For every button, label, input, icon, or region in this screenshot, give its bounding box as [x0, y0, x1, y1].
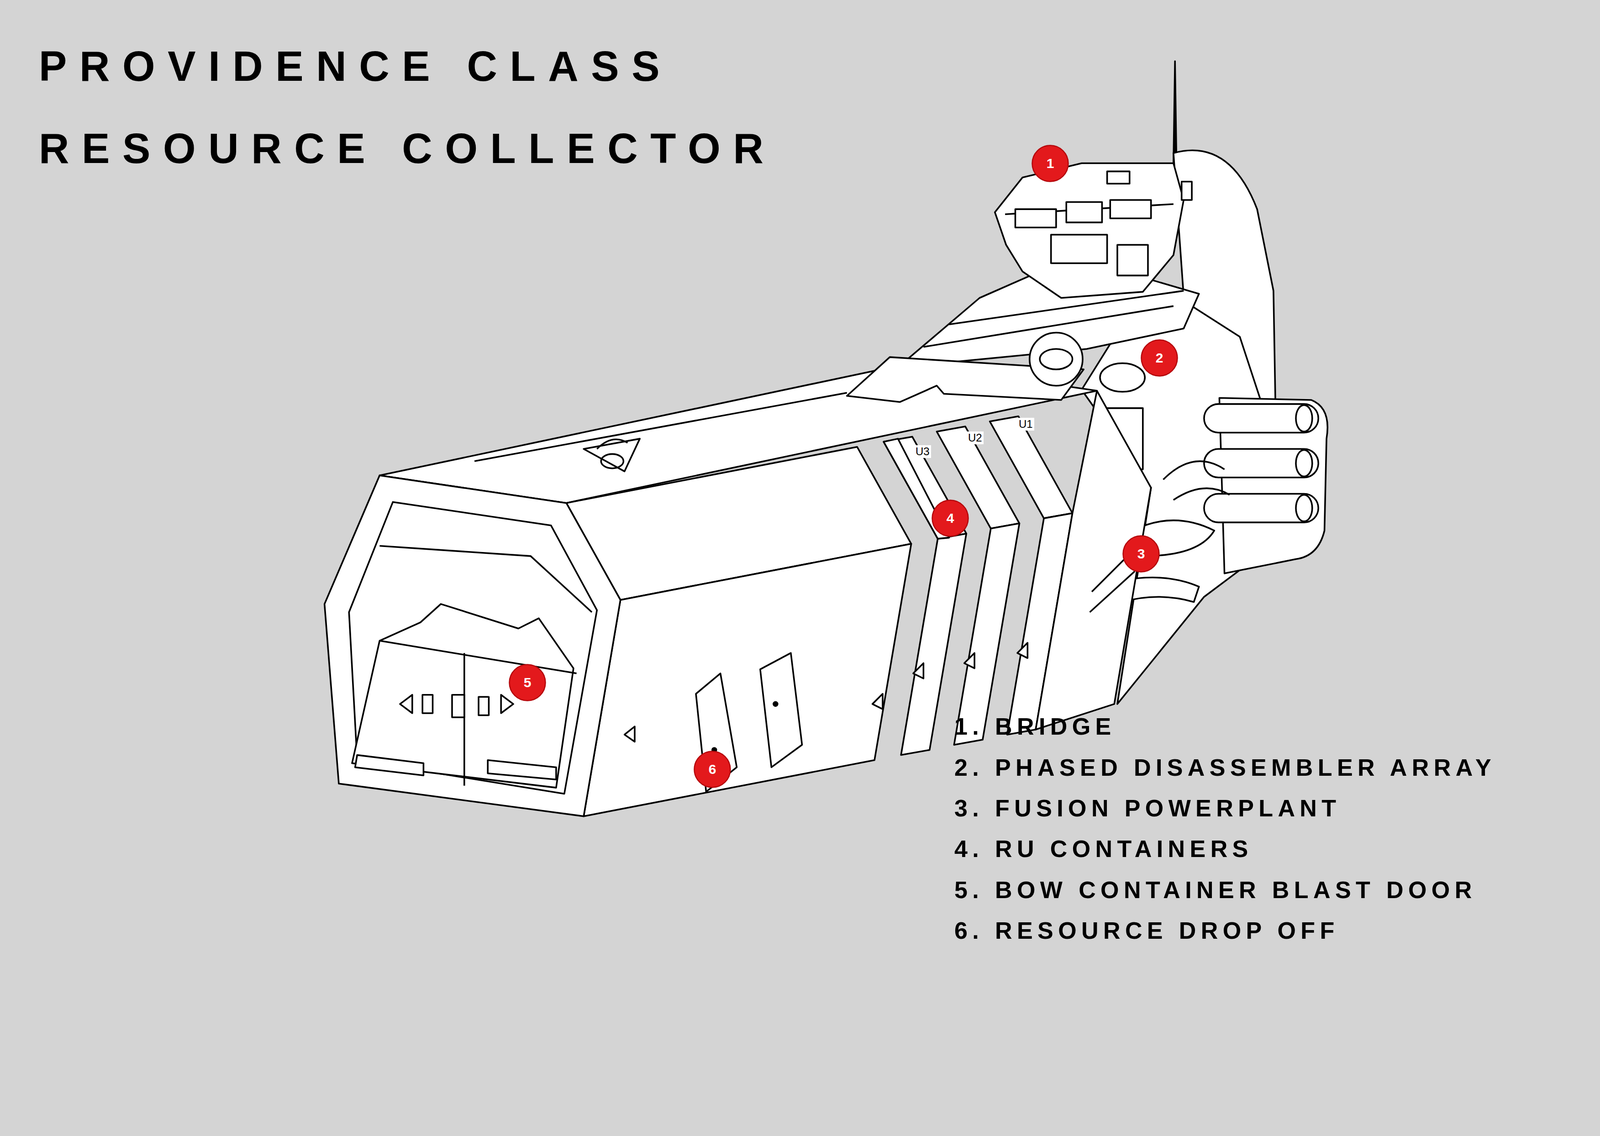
- key-entry: 6. RESOURCE DROP OFF: [954, 916, 1340, 945]
- callout-number: 1: [1031, 144, 1070, 183]
- container-tag: U1: [1017, 417, 1035, 431]
- key-entry: 5. BOW CONTAINER BLAST DOOR: [954, 875, 1477, 905]
- callout-number: 4: [931, 499, 970, 538]
- key-entry: 4. RU CONTAINERS: [954, 834, 1253, 864]
- key-entry: 2. PHASED DISASSEMBLER ARRAY: [954, 753, 1496, 782]
- key-entry: 3. FUSION POWERPLANT: [954, 794, 1341, 823]
- callout-circle: 3: [1121, 534, 1161, 574]
- callout-number: 5: [508, 663, 547, 702]
- callout-circle: 6: [693, 750, 732, 789]
- callout-number: 2: [1140, 338, 1179, 378]
- callout-number: 6: [693, 750, 732, 789]
- callout-circle: 4: [931, 499, 970, 538]
- callout-circle: 1: [1031, 144, 1070, 183]
- callout-circle: 5: [508, 663, 547, 702]
- container-tag: U3: [914, 445, 932, 458]
- callout-number: 3: [1121, 534, 1161, 574]
- key-entry: 1. BRIDGE: [954, 712, 1116, 741]
- callout-circle: 2: [1140, 338, 1179, 378]
- diagram-title: PROVIDENCE CLASS RESOURCE COLLECTOR: [38, 25, 884, 190]
- container-tag: U2: [966, 431, 984, 445]
